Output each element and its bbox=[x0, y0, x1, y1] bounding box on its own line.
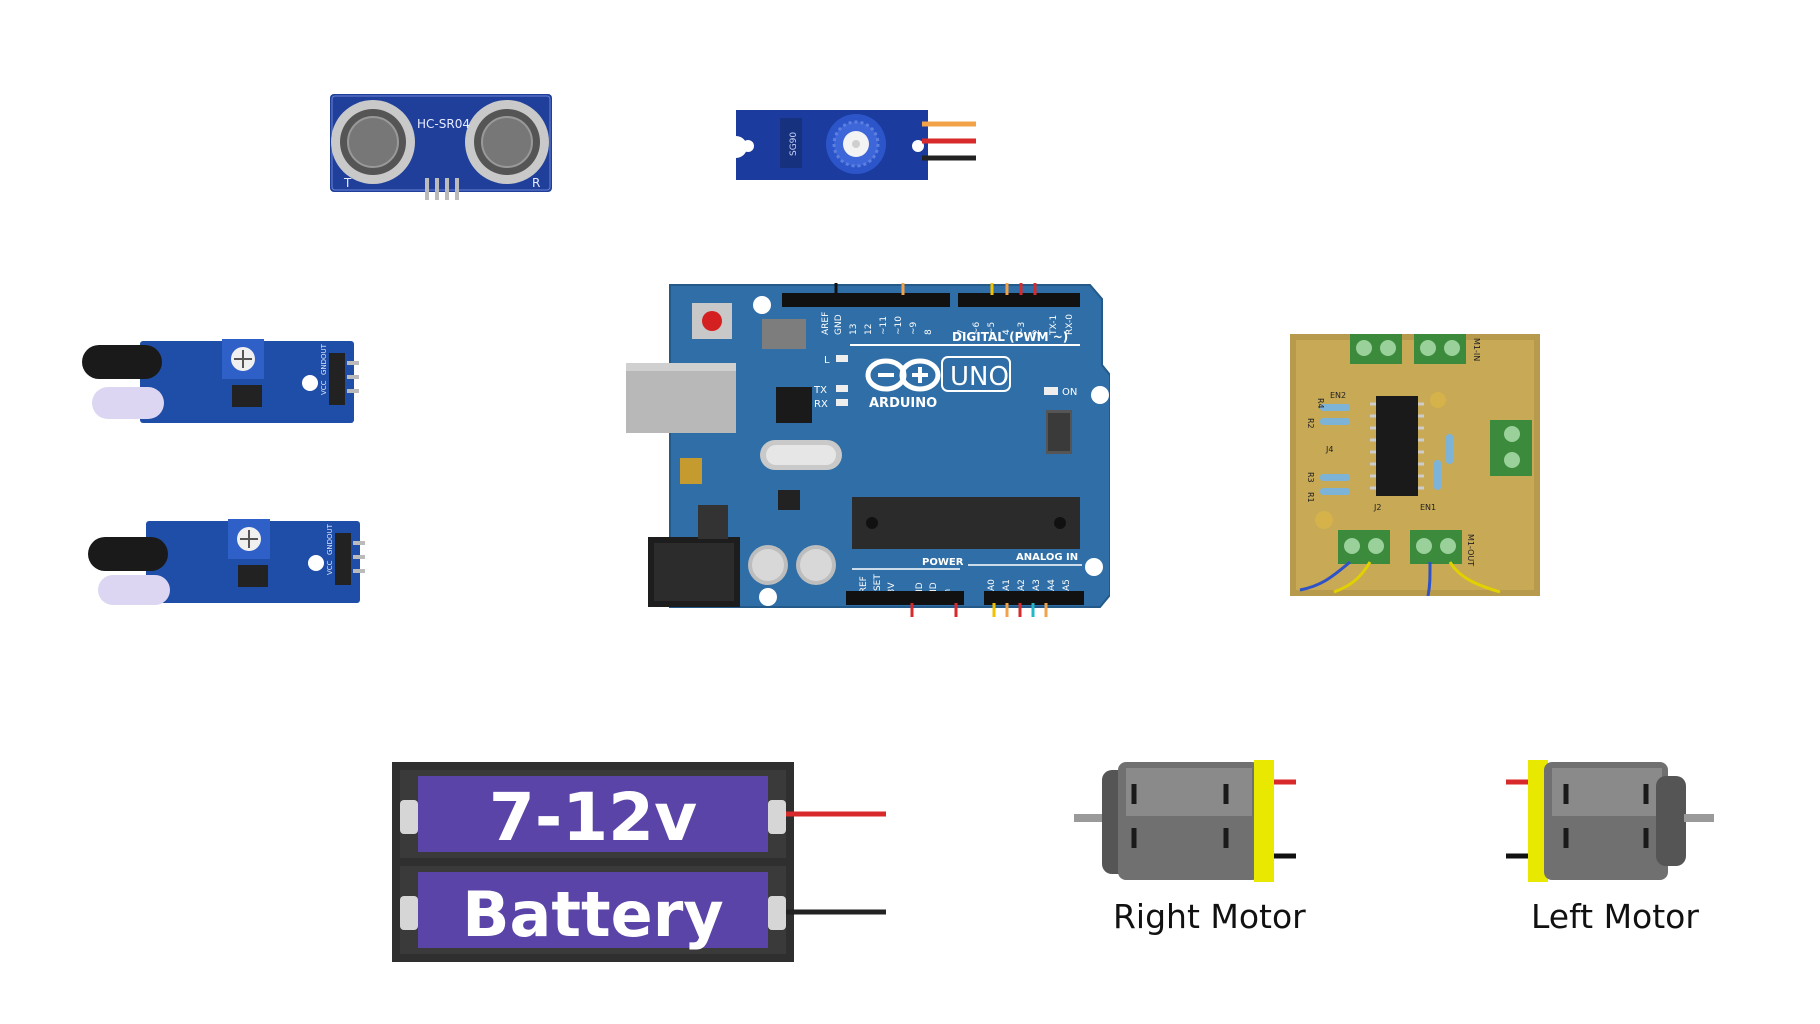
driver-label: J2 bbox=[1373, 503, 1381, 512]
pin-label: TX-1 bbox=[1049, 315, 1059, 336]
ir-1-pin-out: OUT bbox=[320, 343, 328, 359]
pin-label: AREF bbox=[821, 312, 831, 335]
pin-label: ~5 bbox=[987, 322, 997, 335]
ir-sensor-2: VCC GND OUT bbox=[88, 519, 365, 605]
pin-label: 12 bbox=[864, 324, 874, 335]
pin-label: ~6 bbox=[972, 321, 982, 335]
pin-label: GND bbox=[834, 314, 844, 335]
pin-label: RESET bbox=[873, 574, 883, 603]
pin-label: 4 bbox=[1002, 329, 1012, 335]
on-led-label: ON bbox=[1062, 387, 1077, 398]
pin-label: ~10 bbox=[894, 316, 904, 335]
servo-motor: SG90 bbox=[736, 110, 976, 180]
driver-label: M1-IN bbox=[1472, 338, 1481, 361]
pin-label: ~9 bbox=[909, 321, 919, 335]
arduino-infinity-logo bbox=[865, 358, 941, 392]
left-motor bbox=[1506, 760, 1714, 882]
ir-2-pin-gnd: GND bbox=[326, 539, 334, 555]
ir-sensor-1: VCC GND OUT bbox=[82, 339, 359, 423]
pin-label: A4 bbox=[1047, 579, 1057, 591]
driver-label: R1 bbox=[1306, 492, 1315, 503]
arduino-brand: ARDUINO bbox=[869, 396, 937, 411]
pin-label: 13 bbox=[849, 324, 859, 335]
pin-label: 2 bbox=[1032, 329, 1042, 335]
pin-label: 7 bbox=[957, 329, 967, 335]
pin-label: 8 bbox=[924, 329, 934, 335]
driver-label: R3 bbox=[1306, 472, 1315, 483]
battery-pack: 7-12v Battery bbox=[392, 762, 886, 962]
pin-label: ~11 bbox=[879, 316, 889, 335]
driver-label: EN1 bbox=[1420, 503, 1436, 512]
led-tx-label: TX bbox=[813, 385, 827, 396]
right-motor bbox=[1074, 760, 1296, 882]
ir-2-pin-vcc: VCC bbox=[326, 560, 334, 575]
driver-label: EN2 bbox=[1330, 391, 1346, 400]
motor-driver-board: EN2 R2 R4 J4 R3 R1 J2 EN1 M1-IN M1-OUT bbox=[1290, 334, 1540, 596]
right-motor-label: Right Motor bbox=[1113, 897, 1306, 936]
ir-2-pin-out: OUT bbox=[326, 523, 334, 539]
arduino-digital-header-label: DIGITAL (PWM ~) bbox=[952, 330, 1068, 344]
left-motor-label: Left Motor bbox=[1531, 897, 1699, 936]
ir-1-pin-gnd: GND bbox=[320, 359, 328, 375]
pin-label: ~3 bbox=[1017, 322, 1027, 335]
pin-label: A2 bbox=[1017, 579, 1027, 591]
pin-label: A1 bbox=[1002, 579, 1012, 591]
arduino-uno-board: DIGITAL (PWM ~) AREF GND 13 12 ~11 ~10 ~… bbox=[626, 283, 1110, 617]
ultrasonic-sensor: HC-SR04 T R bbox=[330, 94, 552, 200]
arduino-model: UNO bbox=[950, 362, 1009, 392]
ultrasonic-mark-r: R bbox=[532, 176, 540, 190]
driver-label: R2 bbox=[1306, 418, 1315, 429]
ultrasonic-mark-t: T bbox=[343, 176, 352, 190]
ir-1-pin-vcc: VCC bbox=[320, 380, 328, 395]
pin-label: A3 bbox=[1032, 579, 1042, 591]
analog-label: ANALOG IN bbox=[1016, 552, 1078, 563]
pin-label: RX-0 bbox=[1065, 314, 1075, 335]
driver-label: M1-OUT bbox=[1466, 534, 1475, 566]
servo-model: SG90 bbox=[789, 132, 799, 156]
battery-title-label: Battery bbox=[462, 878, 723, 951]
pin-label: A5 bbox=[1062, 579, 1072, 591]
battery-voltage-label: 7-12v bbox=[489, 779, 697, 856]
ultrasonic-model: HC-SR04 bbox=[417, 117, 470, 131]
pin-label: IOREF bbox=[859, 576, 869, 603]
driver-label: J4 bbox=[1325, 445, 1333, 454]
led-rx-label: RX bbox=[814, 399, 828, 410]
power-label: POWER bbox=[922, 557, 964, 568]
driver-label: R4 bbox=[1316, 398, 1325, 409]
pin-label: A0 bbox=[987, 579, 997, 591]
led-l-label: L bbox=[824, 355, 830, 366]
